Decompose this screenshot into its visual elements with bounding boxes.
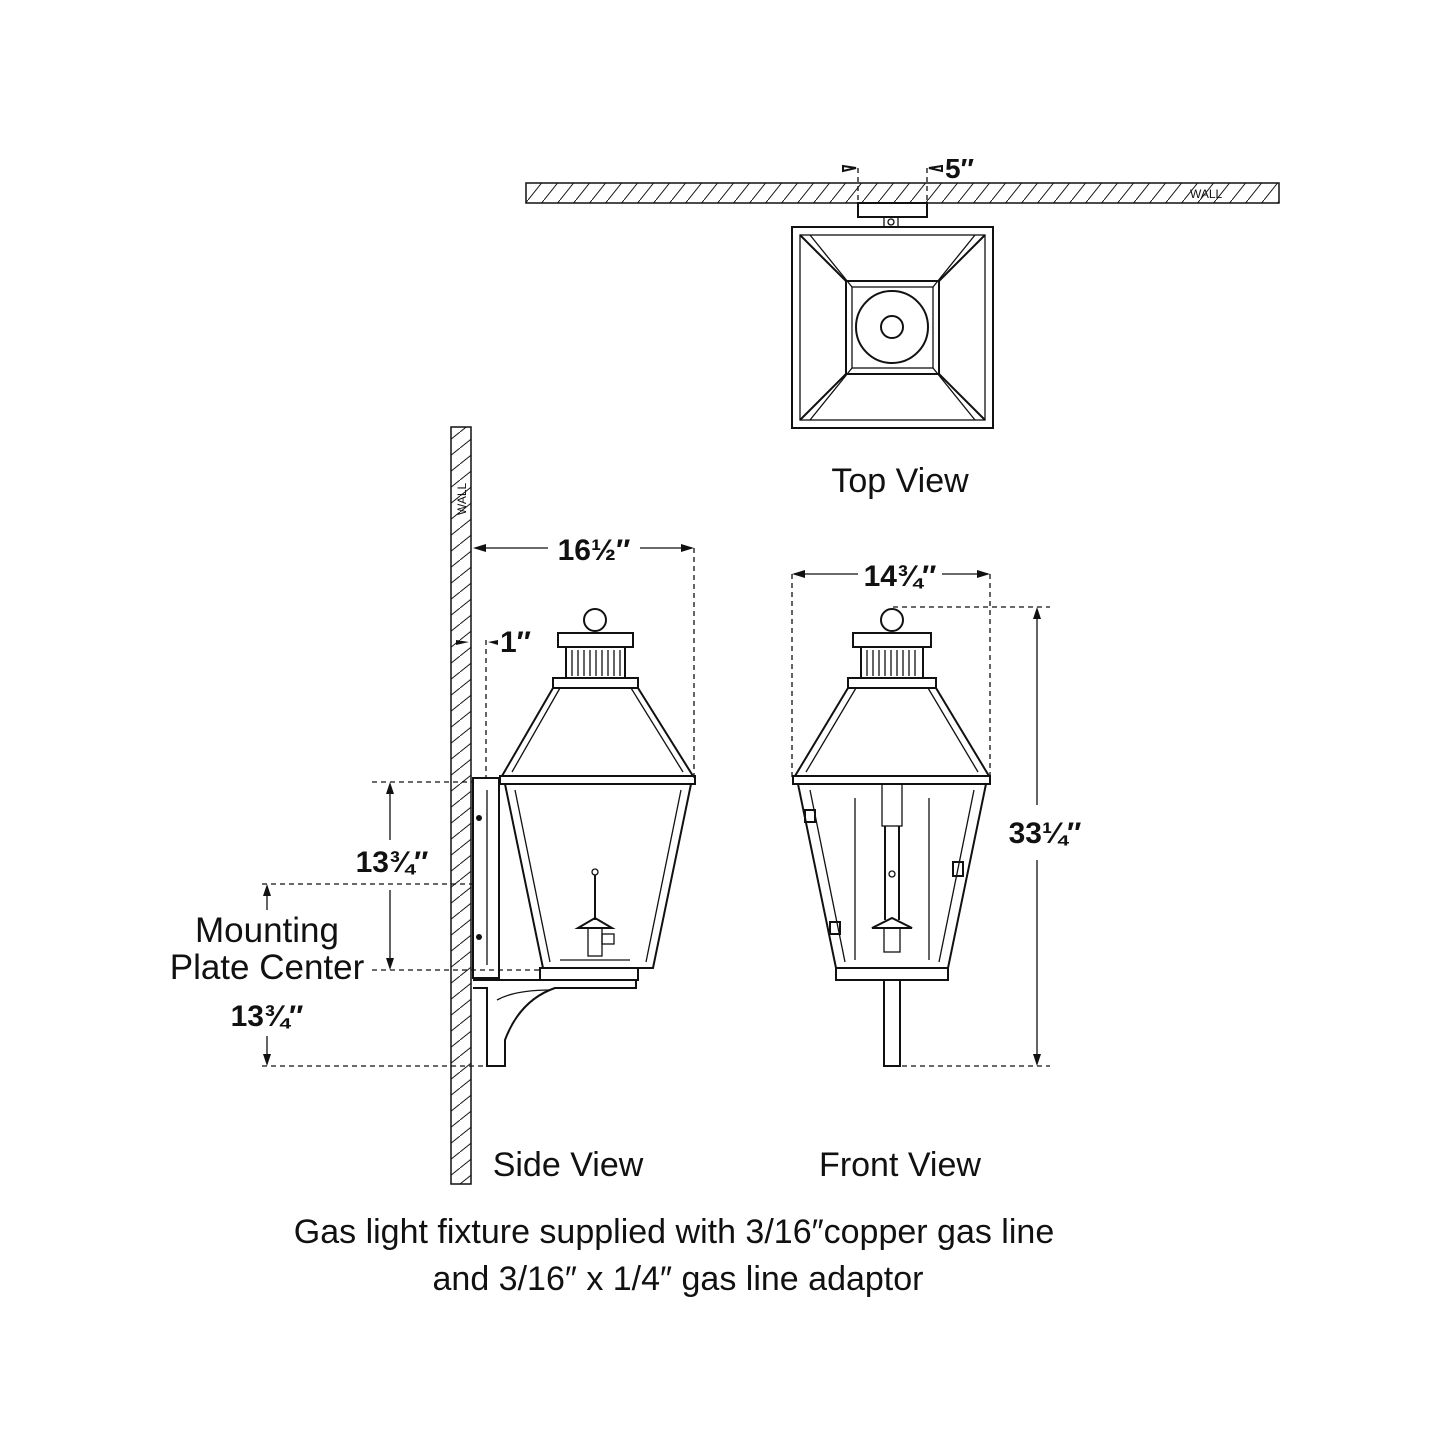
side-wall <box>451 427 471 1184</box>
dim-front-width: 14¾″ <box>864 560 937 593</box>
mounting-label-line2: Plate Center <box>170 948 365 987</box>
top-view-label: Top View <box>831 462 969 500</box>
front-view: 14¾″ 33¼″ <box>792 560 1081 1184</box>
dim-bracket-width: 5″ <box>945 153 974 184</box>
top-wall <box>526 183 1279 203</box>
dim-center-to-bottom: 13¾″ <box>231 1000 304 1033</box>
caption-line2: and 3/16″ x 1/4″ gas line adaptor <box>433 1260 924 1298</box>
dim-wall-offset: 1″ <box>500 626 531 659</box>
front-view-label: Front View <box>819 1146 981 1184</box>
dim-upper-to-center: 13¾″ <box>356 846 429 879</box>
top-view: WALL 5″ Top View <box>526 153 1279 500</box>
side-wall-label: WALL <box>455 482 469 515</box>
side-view: WALL 16½″ 1″ <box>170 427 695 1184</box>
dim-overall-height: 33¼″ <box>1009 817 1082 850</box>
mounting-label-line1: Mounting <box>195 911 339 950</box>
top-wall-label: WALL <box>1190 187 1223 201</box>
caption-line1: Gas light fixture supplied with 3/16″cop… <box>294 1213 1054 1251</box>
side-view-label: Side View <box>493 1146 644 1184</box>
dim-side-depth: 16½″ <box>558 534 631 567</box>
